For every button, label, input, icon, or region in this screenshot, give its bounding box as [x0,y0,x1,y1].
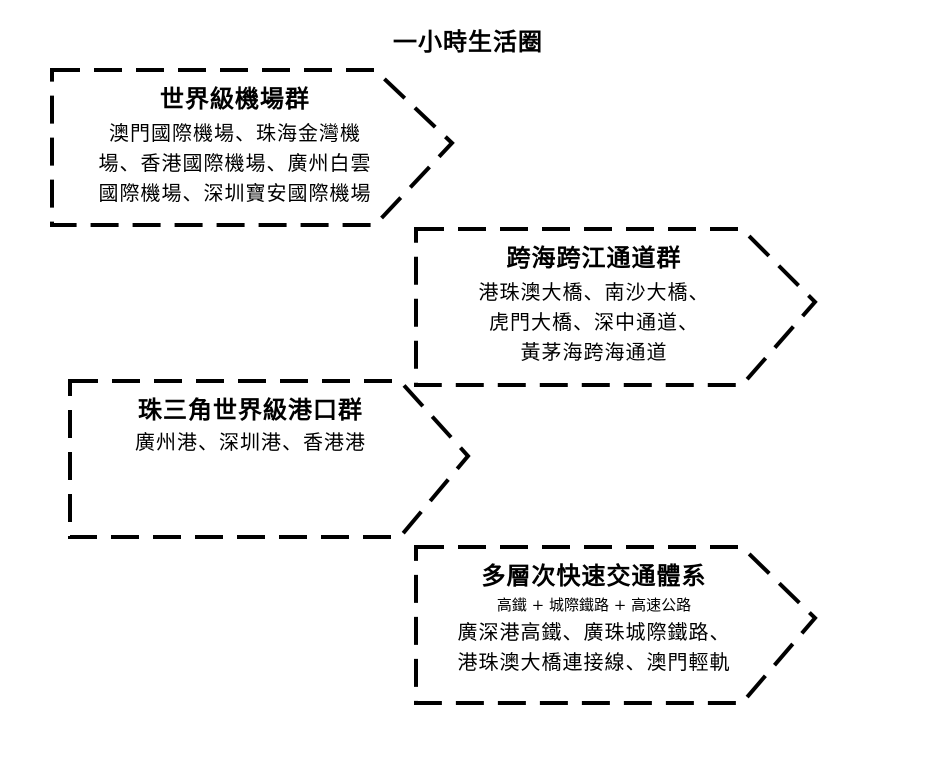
box-line: 國際機場、深圳寶安國際機場 [98,181,372,205]
box-line: 廣州港、深圳港、香港港 [135,430,366,454]
arrow-shape-airports [50,68,455,227]
box-line: 廣深港高鐵、廣珠城際鐵路、 [457,620,731,644]
box-line: 虎門大橋、深中通道、 [489,310,699,334]
box-subline: 高鐵 + 城際鐵路 + 高速公路 [496,596,692,614]
diagram-title: 一小時生活圈 [393,27,543,56]
box-transport: 多層次快速交通體系 高鐵 + 城際鐵路 + 高速公路 廣深港高鐵、廣珠城際鐵路、… [424,561,764,677]
box-heading: 跨海跨江通道群 [506,243,682,272]
box-heading: 世界級機場群 [160,84,310,113]
box-ports: 珠三角世界級港口群 廣州港、深圳港、香港港 [78,395,423,457]
box-heading: 珠三角世界級港口群 [138,395,363,424]
arrow-shape-transport [414,545,818,705]
box-line: 澳門國際機場、珠海金灣機 [109,121,361,145]
box-line: 場、香港國際機場、廣州白雲 [98,151,372,175]
box-line: 港珠澳大橋、南沙大橋、 [478,280,710,304]
box-crossings: 跨海跨江通道群 港珠澳大橋、南沙大橋、 虎門大橋、深中通道、 黃茅海跨海通道 [424,243,764,367]
box-line: 港珠澳大橋連接線、澳門輕軌 [457,650,731,674]
arrow-shape-crossings [414,227,818,387]
box-line: 黃茅海跨海通道 [520,340,668,364]
arrow-shape-ports [68,379,471,539]
box-heading: 多層次快速交通體系 [481,561,707,590]
box-airports: 世界級機場群 澳門國際機場、珠海金灣機 場、香港國際機場、廣州白雲 國際機場、深… [60,84,410,208]
